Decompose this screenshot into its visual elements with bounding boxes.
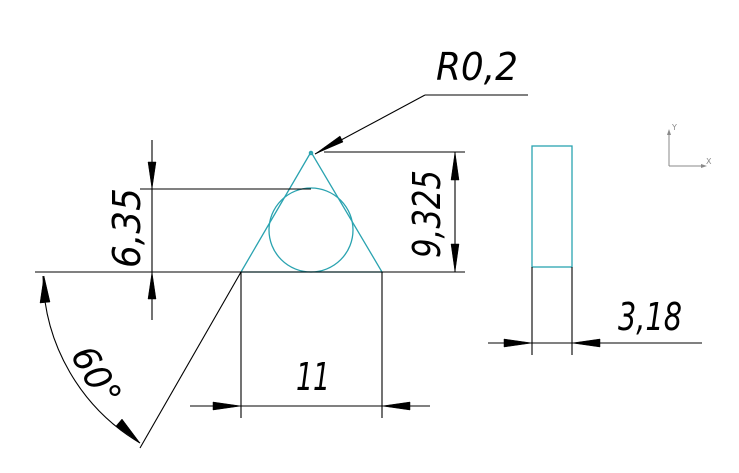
corner-radius-mark <box>308 150 314 156</box>
radius-label: R0,2 <box>436 45 518 89</box>
side-view-rectangle <box>531 145 573 268</box>
thickness-dimension: 3,18 <box>488 267 702 355</box>
height-label: 9,325 <box>405 170 449 258</box>
angle-dimension: 60° <box>39 271 242 449</box>
height-dimension: 9,325 <box>324 151 465 273</box>
x-arrow-icon <box>701 164 707 168</box>
inscribed-diameter-dimension: 6,35 <box>105 140 311 320</box>
side-length-dimension: 11 <box>190 272 430 418</box>
angle-label: 60° <box>62 339 129 413</box>
axis-indicator: Y X <box>667 123 712 168</box>
y-arrow-icon <box>667 129 671 135</box>
side-length-label: 11 <box>296 355 330 399</box>
inscribed-diameter-label: 6,35 <box>105 188 149 268</box>
insert-front-view <box>239 150 384 273</box>
insert-triangle <box>239 150 384 273</box>
axis-x-label: X <box>706 157 712 166</box>
radius-leader: R0,2 <box>314 45 528 155</box>
insert-side-view <box>531 145 573 268</box>
inscribed-circle <box>268 187 354 273</box>
thickness-label: 3,18 <box>618 295 682 339</box>
axis-y-label: Y <box>671 123 677 132</box>
